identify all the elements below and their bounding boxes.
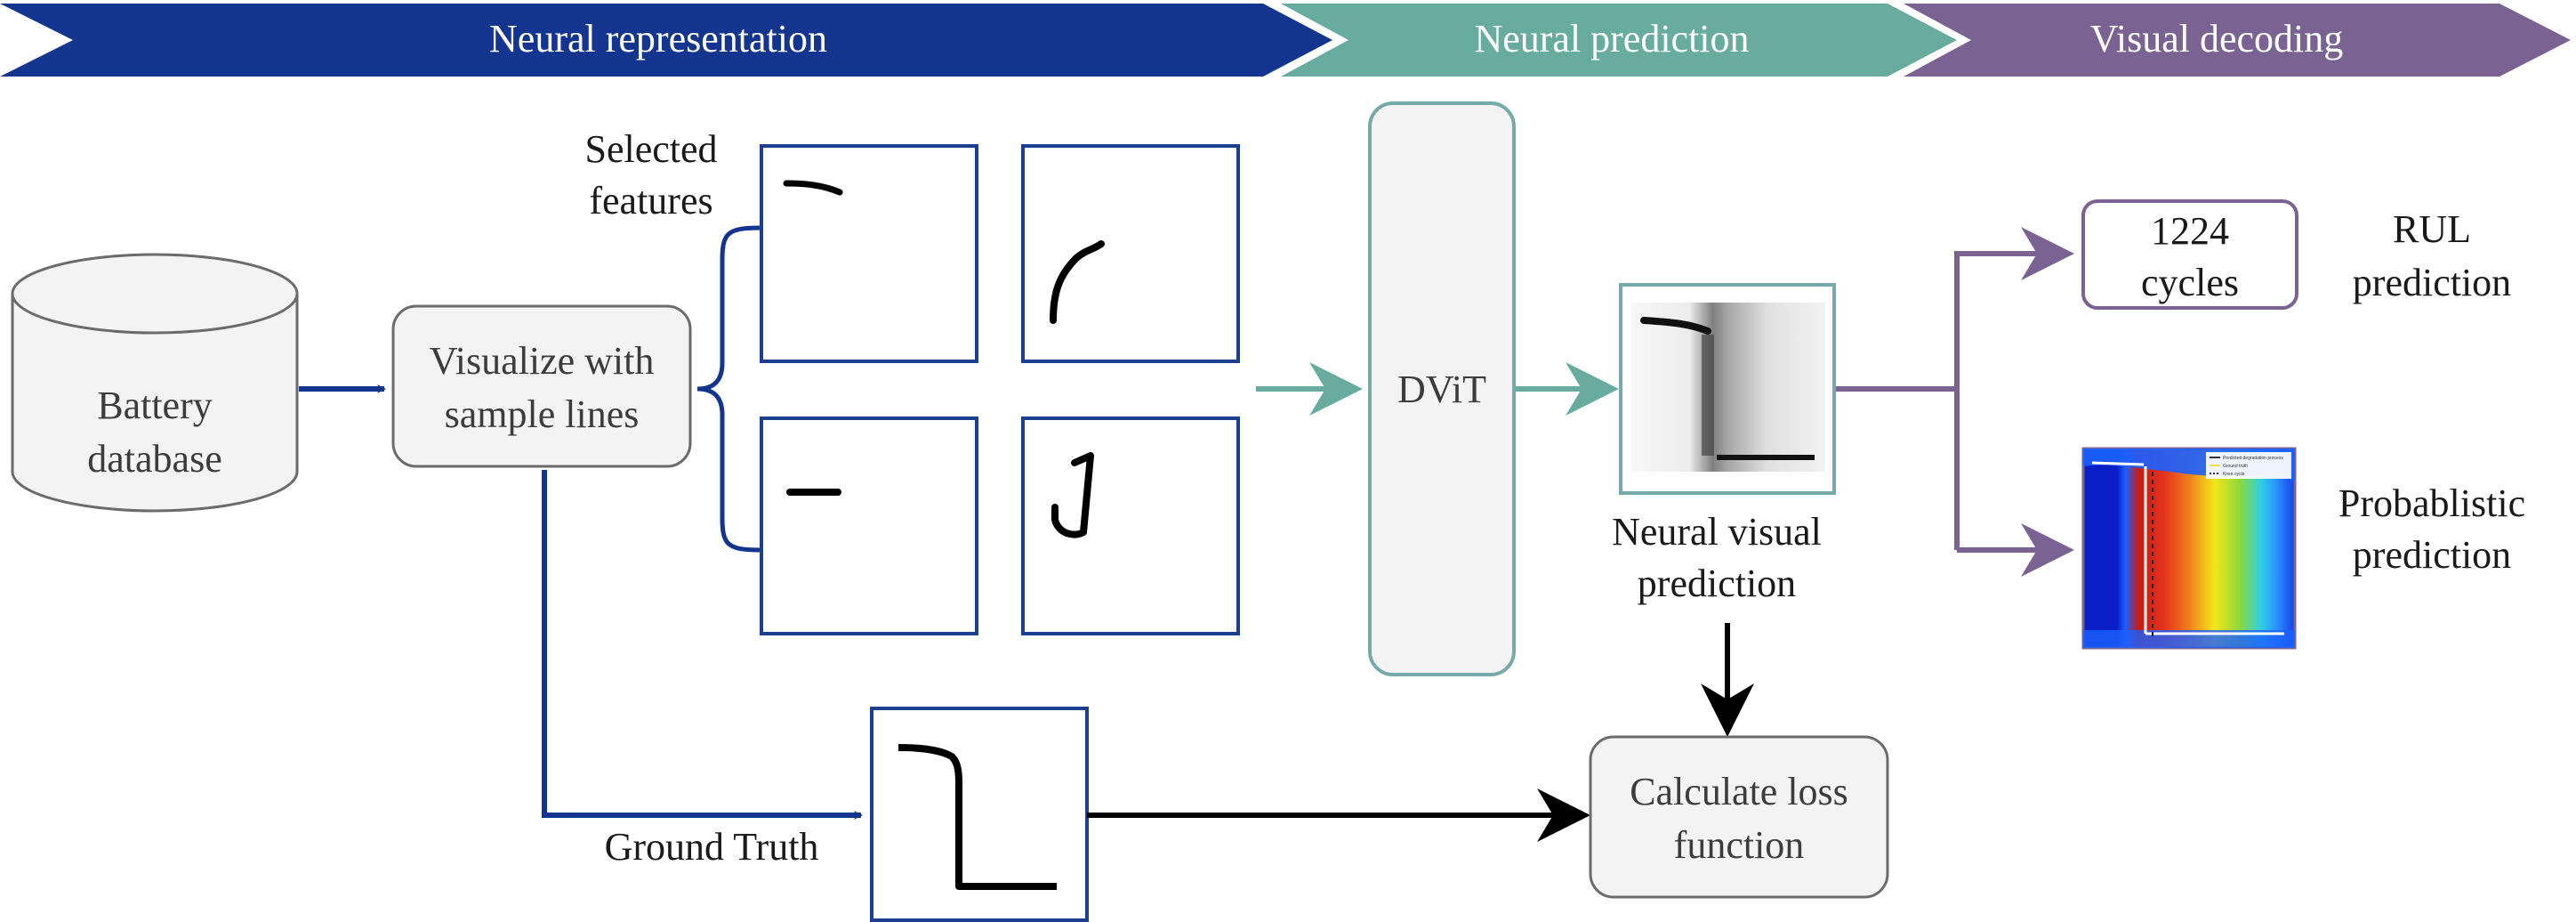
banner-neural-representation: Neural representation (0, 4, 1332, 77)
database-label-line2: database (87, 437, 221, 481)
decoding-branch (1836, 227, 2074, 577)
visualize-label-line1: Visualize with (430, 339, 655, 383)
neural-visual-label-line1: Neural visual (1612, 510, 1822, 554)
selected-features-line1: Selected (584, 127, 717, 171)
visualize-label-line2: sample lines (445, 392, 640, 436)
loss-function-box: Calculate loss function (1589, 735, 1889, 899)
feature-image-3 (760, 417, 978, 635)
banner-neural-prediction: Neural prediction (1281, 4, 1957, 77)
arrow-visualize-to-ground-truth (542, 470, 863, 820)
heatmap-legend-2: Ground truth (2223, 464, 2248, 469)
rul-output-box: 1224 cycles (2081, 199, 2298, 310)
battery-database: Battery database (11, 253, 299, 513)
prob-label-line1: Probablistic (2339, 481, 2525, 525)
rul-value-line1: 1224 (2151, 209, 2229, 253)
banner-representation-label: Neural representation (489, 17, 827, 61)
prob-label-line2: prediction (2353, 533, 2511, 577)
database-label-line1: Battery (97, 384, 213, 427)
banner-visual-decoding: Visual decoding (1904, 4, 2571, 77)
ground-truth-image (870, 707, 1089, 922)
selected-features-line2: features (589, 179, 712, 222)
rul-label-line1: RUL (2393, 207, 2471, 251)
heatmap-legend-1: Predicted degradation process (2223, 456, 2283, 461)
banner-decoding-label: Visual decoding (2090, 17, 2344, 61)
banner-prediction-label: Neural prediction (1474, 17, 1749, 61)
heatmap-legend-3: Knee cycle (2223, 472, 2245, 477)
rul-value-line2: cycles (2141, 261, 2239, 304)
dvit-label: DViT (1397, 368, 1486, 411)
visualize-box: Visualize with sample lines (391, 304, 692, 468)
loss-label-line2: function (1674, 823, 1805, 867)
feature-image-2 (1021, 144, 1240, 363)
feature-image-4 (1021, 417, 1240, 635)
loss-label-line1: Calculate loss (1630, 770, 1848, 813)
rul-label-line2: prediction (2353, 261, 2511, 304)
feature-brace (696, 225, 761, 553)
neural-visual-label-line2: prediction (1638, 562, 1796, 605)
ground-truth-label: Ground Truth (605, 825, 819, 869)
probabilistic-heatmap: Predicted degradation process Ground tru… (2081, 447, 2297, 650)
feature-image-1 (760, 144, 978, 363)
neural-visual-prediction-image (1619, 283, 1836, 495)
dvit-block: DViT (1368, 101, 1516, 676)
